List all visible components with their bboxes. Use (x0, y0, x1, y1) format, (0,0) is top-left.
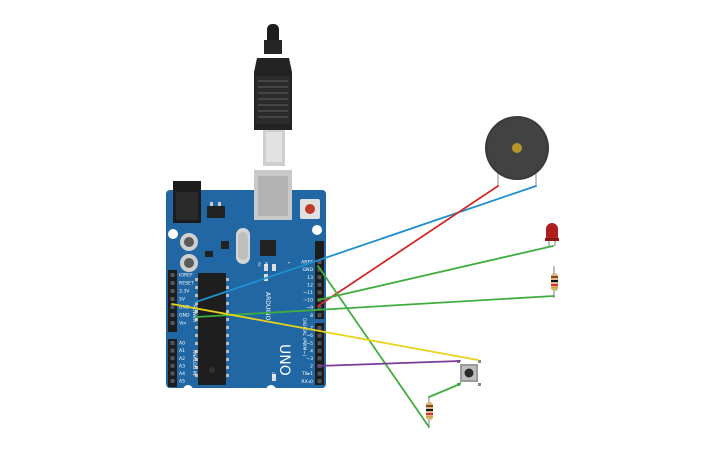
pin-hole[interactable] (170, 341, 175, 345)
pin-label: GND (179, 313, 190, 319)
pin-label: ~3 (306, 356, 313, 362)
pin-label: ~11 (303, 290, 313, 296)
pin-hole[interactable] (170, 297, 175, 301)
pin-hole[interactable] (317, 326, 322, 330)
board-model-label: UNO (276, 344, 292, 376)
board-brand-label: ARDUINO (264, 292, 271, 321)
pin-label: ~5 (306, 341, 313, 347)
pin-label: 5V (179, 297, 186, 303)
l-led-label: L (287, 262, 291, 264)
pin-hole[interactable] (170, 371, 175, 376)
pin-hole[interactable] (170, 321, 175, 325)
pin-label: 7 (310, 326, 313, 332)
pin-label: A0 (179, 341, 185, 347)
pin-hole[interactable] (170, 305, 175, 309)
on-led-label: ON (271, 372, 275, 378)
pin-hole[interactable] (317, 356, 322, 361)
wire-purple[interactable] (317, 360, 461, 367)
pin-hole[interactable] (317, 275, 322, 280)
pin-label: 4 (310, 348, 313, 354)
pin-hole[interactable] (317, 305, 322, 310)
wire-blue[interactable] (195, 185, 537, 303)
analog-header (168, 339, 177, 387)
pin-hole[interactable] (317, 282, 322, 287)
pin-hole[interactable] (170, 313, 175, 317)
wire-green-led[interactable] (317, 245, 554, 301)
pin-label: 8 (310, 313, 313, 319)
tx-led-label: TX (257, 261, 261, 267)
wire-green-resistor-button[interactable] (428, 382, 461, 398)
pin-hole[interactable] (170, 356, 175, 361)
buzzer-center-icon (512, 143, 522, 153)
digital-header-bottom (315, 323, 324, 385)
pushbutton[interactable] (457, 360, 481, 386)
button-resistor[interactable] (426, 397, 433, 427)
analog-section-label: ANALOG IN (191, 350, 197, 376)
pin-label: GND (179, 305, 190, 311)
pin-hole[interactable] (170, 273, 175, 277)
pin-label: 13 (307, 275, 313, 281)
wire-red[interactable] (317, 185, 499, 307)
pin-hole[interactable] (170, 348, 175, 353)
pin-label: 12 (307, 282, 313, 288)
pin-hole[interactable] (317, 379, 322, 384)
pin-hole[interactable] (317, 371, 322, 376)
pin-label: ~9 (306, 305, 313, 311)
wire-green-gnd[interactable] (195, 295, 555, 318)
pin-hole[interactable] (317, 313, 322, 318)
rx-led-label: RX (264, 262, 268, 267)
pin-label: A5 (179, 379, 185, 385)
red-led[interactable] (545, 223, 559, 246)
pin-hole[interactable] (170, 379, 175, 383)
atmega-chip (198, 273, 226, 385)
pin-hole[interactable] (317, 348, 322, 353)
pin-label: RX◃0 (301, 379, 313, 385)
pin-hole[interactable] (170, 281, 175, 285)
digital-section-label: DIGITAL (PWM~) (301, 318, 307, 356)
pin-label: 2 (310, 364, 313, 370)
pin-label: A2 (179, 356, 185, 362)
pin-label: A4 (179, 371, 185, 377)
pin-label: ~6 (306, 333, 313, 339)
pin-label: A3 (179, 363, 185, 369)
pin-hole[interactable] (317, 341, 322, 346)
pin-label: A1 (179, 348, 185, 354)
pin-label: RESET (179, 281, 194, 287)
pin-label: TX▸1 (301, 371, 313, 377)
pin-label: AREF (301, 260, 313, 266)
pin-label: ~10 (303, 298, 313, 304)
power-pin-labels: IOREF RESET 3.3V 5V GND GND Vin (170, 273, 194, 327)
pin-label: IOREF (179, 273, 193, 279)
wire-green-button-gnd[interactable] (317, 265, 430, 428)
pin-hole[interactable] (170, 289, 175, 293)
pin-hole[interactable] (170, 363, 175, 368)
pin-label: GND (302, 267, 313, 273)
led-resistor[interactable] (551, 266, 558, 298)
pin-hole[interactable] (317, 290, 322, 295)
usb-cable[interactable] (254, 24, 292, 166)
pin-label: Vin (179, 321, 186, 327)
piezo-buzzer[interactable] (485, 116, 549, 186)
wire-yellow[interactable] (171, 303, 479, 361)
pin-hole[interactable] (317, 260, 322, 264)
digital-header-top (315, 241, 324, 319)
arduino-uno-board[interactable]: UNO ARDUINO POWER ANALOG IN DIGITAL (PWM… (166, 170, 326, 395)
wires (171, 185, 555, 428)
pin-label: 3.3V (179, 289, 190, 295)
pin-hole[interactable] (317, 333, 322, 338)
power-section-label: POWER (191, 305, 197, 323)
